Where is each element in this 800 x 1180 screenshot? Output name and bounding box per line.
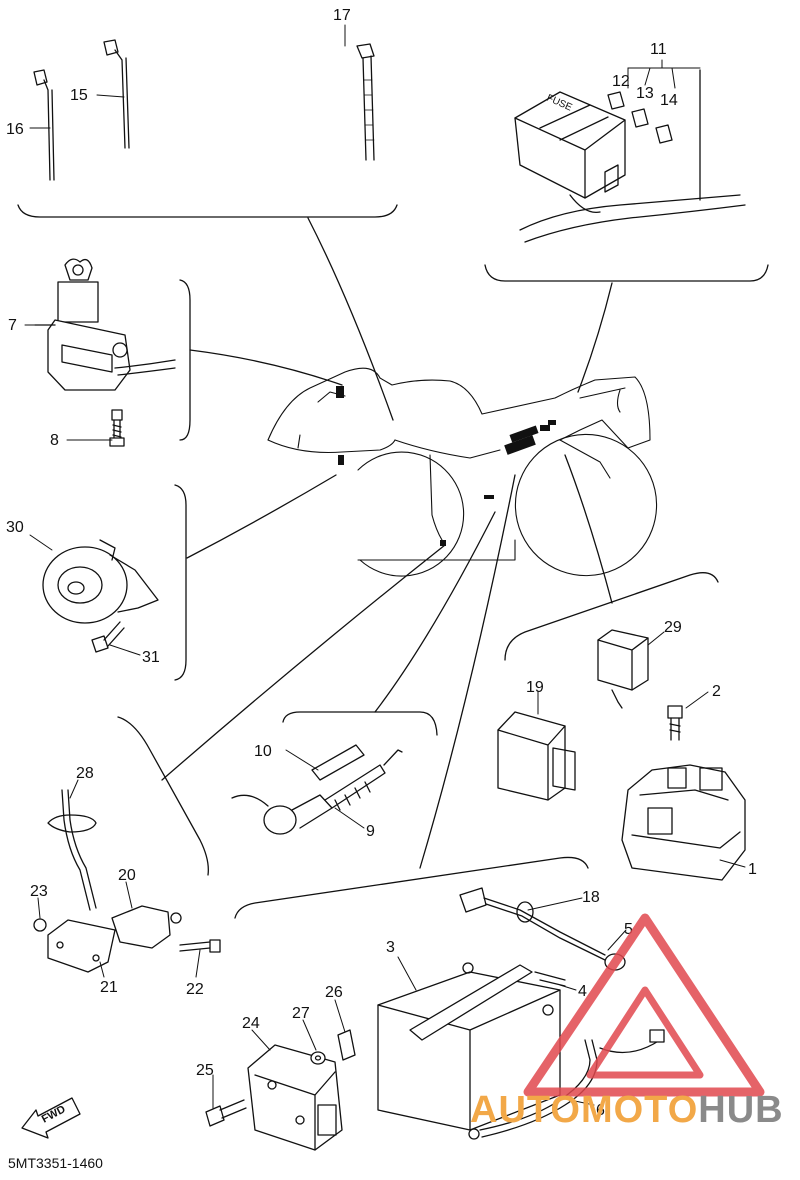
- lead-18-5: [459, 887, 626, 971]
- callout-1: 1: [748, 861, 757, 878]
- starter-relay: [621, 764, 746, 881]
- bolt-25: [205, 1099, 247, 1127]
- bike-wiring-marks: [336, 386, 556, 546]
- callout-30: 30: [6, 519, 24, 536]
- bracket-21: [47, 919, 116, 973]
- bolt-8: [109, 409, 125, 447]
- main-switch: [34, 258, 176, 391]
- fuse-12: [607, 91, 625, 110]
- callout-4: 4: [578, 983, 587, 1000]
- callout-22: 22: [186, 981, 204, 998]
- callout-28: 28: [76, 765, 94, 782]
- callout-16: 16: [6, 121, 24, 138]
- watermark-hub: HUB: [698, 1089, 783, 1131]
- bracket-lines: [17, 204, 769, 919]
- callout-23: 23: [30, 883, 48, 900]
- watermark-logo: [523, 913, 765, 1097]
- callout-26: 26: [325, 984, 343, 1001]
- wire-28: [47, 789, 97, 911]
- callout-10: 10: [254, 743, 272, 760]
- callout-27: 27: [292, 1005, 310, 1022]
- watermark-auto: AUTO: [470, 1089, 581, 1131]
- sensor-9: [231, 749, 403, 835]
- fuse-13: [631, 108, 649, 128]
- callout-25: 25: [196, 1062, 214, 1079]
- callout-18: 18: [582, 889, 600, 906]
- callout-11: 11: [650, 41, 667, 58]
- callout-14: 14: [660, 92, 678, 109]
- callout-24: 24: [242, 1015, 260, 1032]
- switch-20: [111, 905, 182, 949]
- nut-23: [33, 918, 47, 932]
- callout-5: 5: [624, 921, 633, 938]
- clip-26: [337, 1029, 356, 1061]
- callout-3: 3: [386, 939, 395, 956]
- washer-27: [310, 1051, 326, 1065]
- callout-20: 20: [118, 867, 136, 884]
- cable-tie-15: [103, 39, 130, 149]
- watermark-moto: MOTO: [581, 1089, 698, 1131]
- callout-8: 8: [50, 432, 59, 449]
- callout-21: 21: [100, 979, 118, 996]
- band-4: [534, 971, 566, 987]
- fuse-14: [655, 124, 673, 144]
- regulator-24: [247, 1044, 343, 1151]
- callout-17: 17: [333, 7, 351, 24]
- callout-labels: 1 2 3 4 5 6 7 8 9 10 11 12 13 14 15 16 1…: [6, 7, 757, 1119]
- watermark-text: AUTOMOTOHUB: [470, 1089, 784, 1131]
- fwd-arrow: [21, 1097, 81, 1139]
- callout-31: 31: [142, 649, 160, 666]
- callout-29: 29: [664, 619, 682, 636]
- callout-7: 7: [8, 317, 17, 334]
- fuse-leader-lines: [627, 59, 701, 89]
- callout-leaders: [24, 24, 746, 1109]
- unit-19: [497, 711, 576, 801]
- bolt-31: [91, 621, 125, 653]
- callout-12: 12: [612, 73, 630, 90]
- horn: [42, 539, 159, 624]
- bolt-22: [179, 939, 221, 953]
- callout-9: 9: [366, 823, 375, 840]
- cable-tie-16: [33, 69, 55, 181]
- part-code: 5MT3351-1460: [8, 1155, 103, 1171]
- callout-2: 2: [712, 683, 721, 700]
- cable-tie-17: [356, 43, 375, 161]
- callout-6: 6: [596, 1102, 605, 1119]
- svg-text:AUTOMOTOHUB: AUTOMOTOHUB: [470, 1089, 784, 1131]
- bolt-2: [667, 705, 683, 741]
- sleeve-10: [311, 744, 365, 781]
- callout-13: 13: [636, 85, 654, 102]
- motorcycle-outline: [267, 367, 658, 577]
- callout-15: 15: [70, 87, 88, 104]
- callout-19: 19: [526, 679, 544, 696]
- relay-29: [597, 629, 649, 709]
- fuse-box: [514, 69, 746, 243]
